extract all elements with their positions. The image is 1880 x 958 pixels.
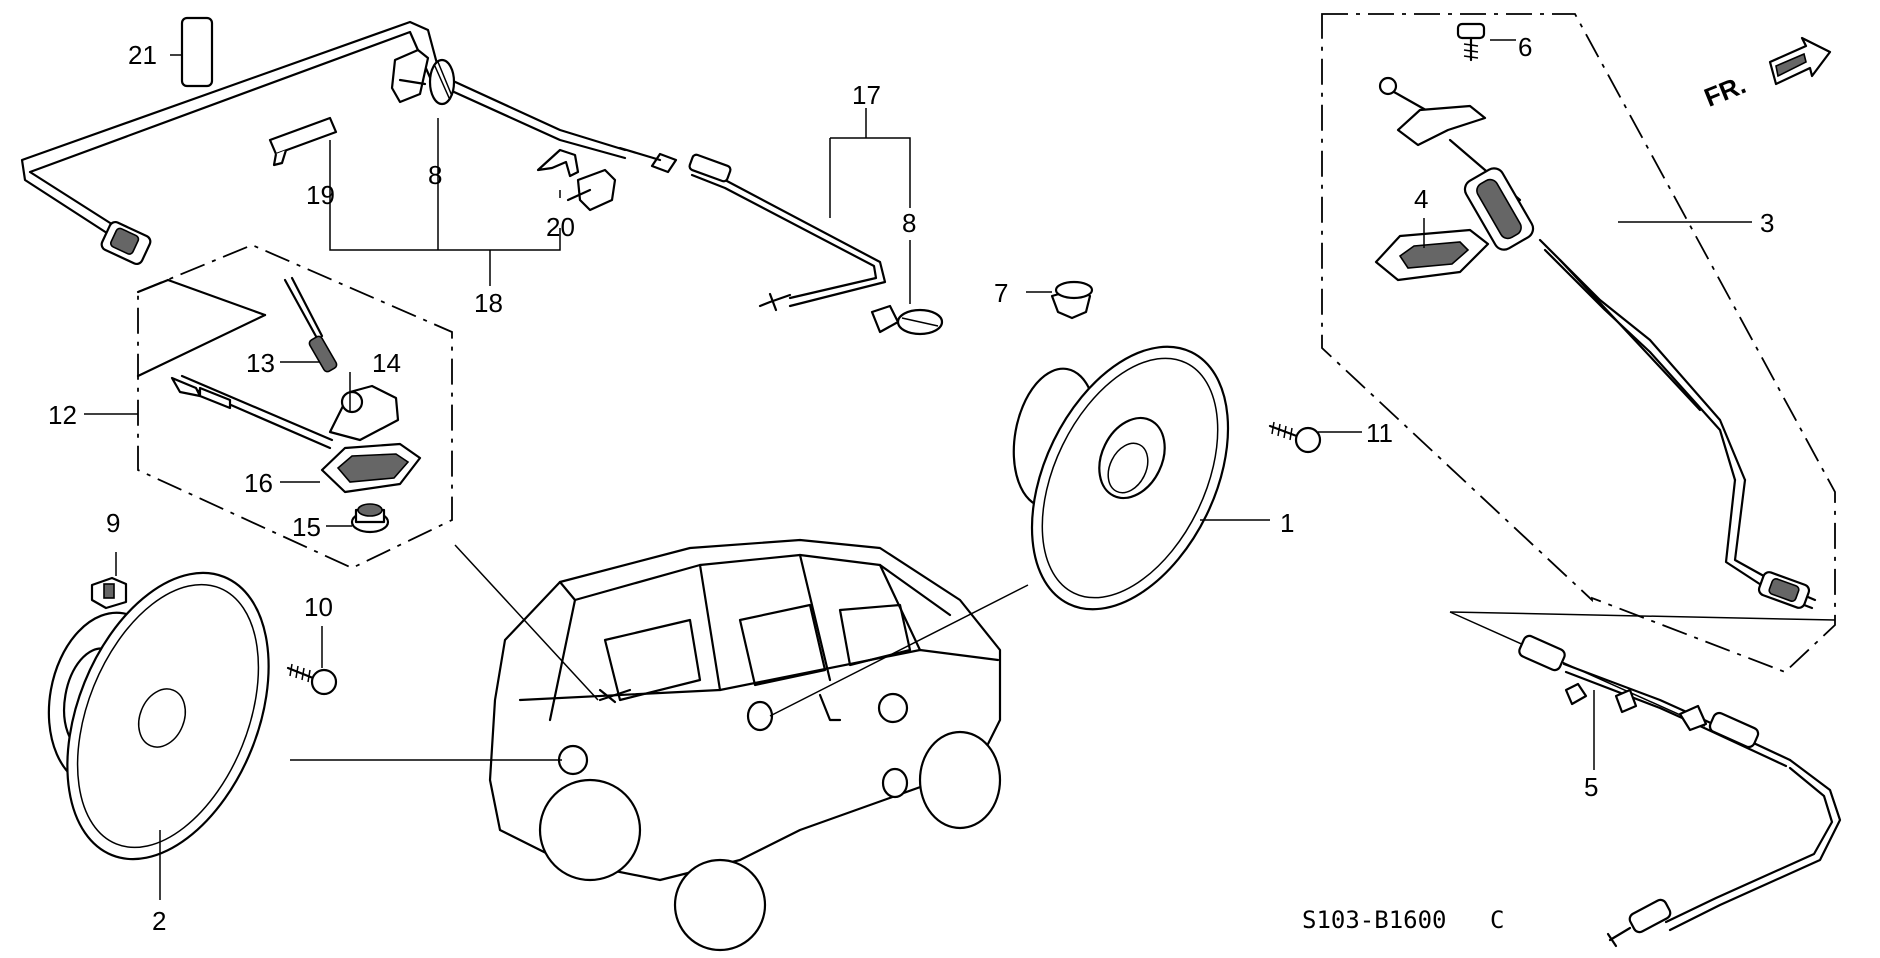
callout-12: 12 <box>48 400 77 430</box>
antenna-sub-cable <box>688 153 887 312</box>
callout-9: 9 <box>106 508 120 538</box>
callout-10: 10 <box>304 592 333 622</box>
callout-8-right: 8 <box>902 208 916 238</box>
callout-14: 14 <box>372 348 401 378</box>
bracket-20 <box>536 148 617 212</box>
sub-antenna-kit <box>1321 13 1836 674</box>
cable-clamp-right <box>870 304 944 336</box>
callout-leaders <box>84 39 1752 900</box>
diagram-code-suffix: C <box>1490 906 1504 934</box>
diagram-code: S103-B1600 C <box>1302 906 1504 934</box>
antenna-feeder-cable <box>20 20 678 266</box>
location-leaders <box>290 544 1029 761</box>
front-direction-indicator: FR. <box>1700 36 1832 113</box>
sub-antenna-cable <box>1449 611 1842 948</box>
screw-11 <box>1268 421 1322 454</box>
cable-clamp-top <box>390 48 456 106</box>
callout-21: 21 <box>128 40 157 70</box>
diagram-code-text: S103-B1600 <box>1302 906 1447 934</box>
front-label: FR. <box>1700 69 1750 113</box>
callout-8-top: 8 <box>428 160 442 190</box>
roof-antenna-kit <box>136 244 453 569</box>
clip-9 <box>90 576 128 610</box>
callout-13: 13 <box>246 348 275 378</box>
screw-10 <box>286 663 338 696</box>
pad-21 <box>180 16 214 88</box>
callout-numbers: 1 2 3 4 5 6 7 8 8 9 10 11 12 13 14 15 16… <box>48 32 1774 936</box>
callout-5: 5 <box>1584 772 1598 802</box>
callout-1: 1 <box>1280 508 1294 538</box>
callout-4: 4 <box>1414 184 1428 214</box>
vehicle-outline <box>488 538 1002 952</box>
callout-16: 16 <box>244 468 273 498</box>
callout-20: 20 <box>546 212 575 242</box>
clip-7 <box>1050 280 1094 320</box>
speaker-rear <box>47 571 270 861</box>
speaker-front <box>1012 345 1230 611</box>
clip-19 <box>268 116 338 167</box>
callout-19: 19 <box>306 180 335 210</box>
callout-18: 18 <box>474 288 503 318</box>
callout-17: 17 <box>852 80 881 110</box>
callout-3: 3 <box>1760 208 1774 238</box>
callout-11: 11 <box>1366 418 1393 448</box>
callout-2: 2 <box>152 906 166 936</box>
callout-15: 15 <box>292 512 321 542</box>
callout-6: 6 <box>1518 32 1532 62</box>
callout-7: 7 <box>994 278 1008 308</box>
